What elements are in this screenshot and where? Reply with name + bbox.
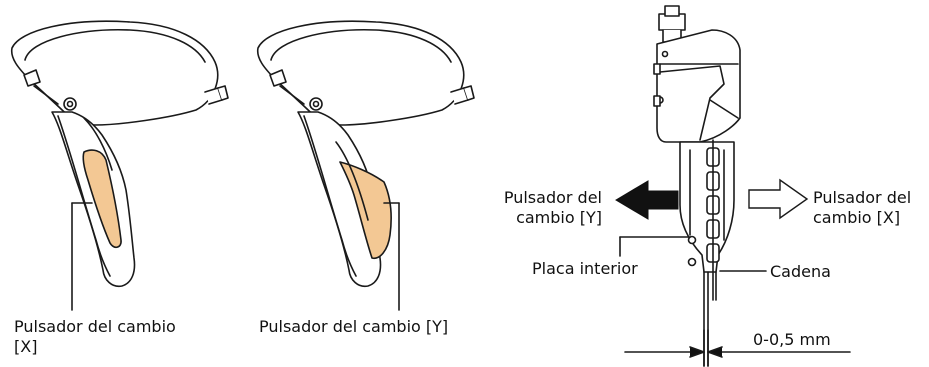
- arrow-left-label: Pulsador del cambio [Y]: [504, 188, 602, 228]
- arrow-left-solid: [615, 180, 679, 220]
- left-lever-caption-line2: [X]: [14, 337, 38, 356]
- middle-lever-caption: Pulsador del cambio [Y]: [259, 317, 449, 336]
- chain-links: [706, 139, 720, 301]
- middle-shift-lever: [256, 20, 475, 311]
- arrow-right-label-line2: cambio [X]: [813, 208, 901, 227]
- left-lever-caption-line1: Pulsador del cambio: [14, 317, 176, 336]
- left-lever-hood: [10, 20, 219, 126]
- left-lever-button-x-highlight: [82, 149, 122, 249]
- arrow-right-label: Pulsador del cambio [X]: [813, 188, 911, 228]
- derailleur-housing: [656, 29, 741, 143]
- arrow-left-label-line2: cambio [Y]: [516, 208, 602, 227]
- derailleur-side-view: [653, 5, 741, 367]
- arrow-right-hollow: [748, 178, 809, 220]
- left-shift-lever: [10, 20, 229, 311]
- arrow-right-label-line1: Pulsador del: [813, 188, 912, 207]
- gap-dimension-label: 0-0,5 mm: [753, 330, 831, 349]
- middle-lever-blade: [297, 111, 382, 288]
- arrow-left-label-line1: Pulsador del: [503, 188, 602, 207]
- left-lever-caption: Pulsador del cambio [X]: [14, 317, 176, 357]
- middle-lever-hood: [256, 20, 465, 126]
- inner-plate-label: Placa interior: [532, 259, 638, 278]
- gap-dimension-lines: [624, 329, 851, 367]
- chain-label: Cadena: [770, 262, 831, 281]
